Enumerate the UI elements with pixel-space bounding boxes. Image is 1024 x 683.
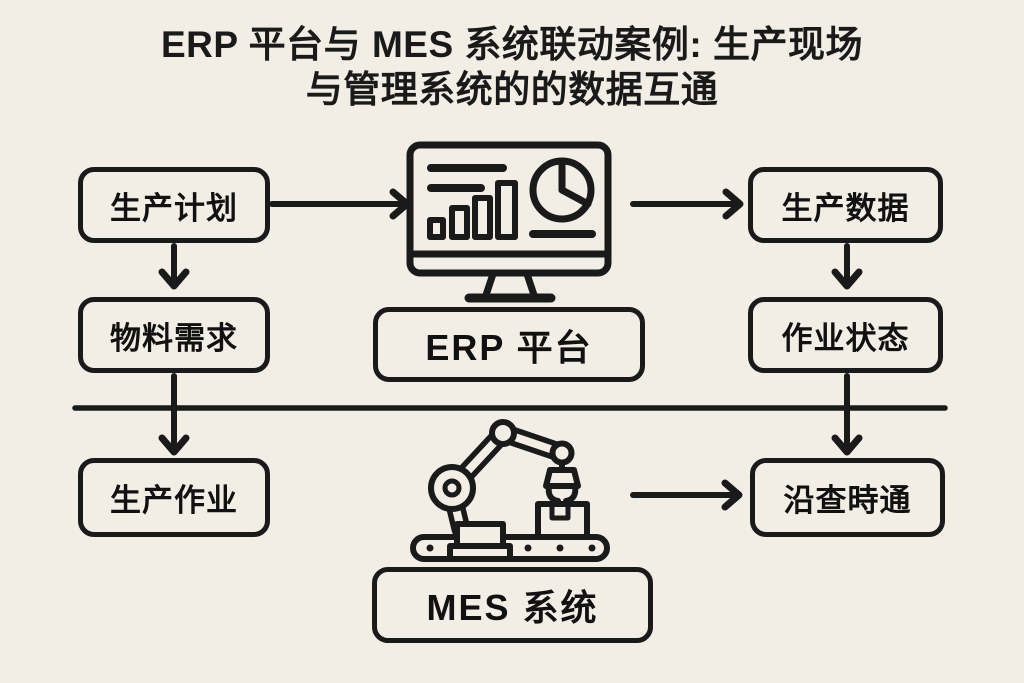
diagram-title-line1: ERP 平台与 MES 系统联动案例: 生产现场 [160,24,864,65]
node-job-status: 作业状态 [748,297,943,373]
node-erp-platform: ERP 平台 [373,307,645,382]
dashboard-monitor-icon [406,141,612,303]
robot-arm-conveyor-icon [410,419,610,562]
arrow-status-to-pass [831,373,863,456]
node-mes-system: MES 系统 [372,567,653,643]
arrow-plan-to-erp [269,188,411,220]
arrow-data-to-status [831,243,863,290]
diagram-title: ERP 平台与 MES 系统联动案例: 生产现场 与管理系统的的数据互通 [0,22,1024,112]
node-material-requirements: 物料需求 [78,297,270,373]
arrow-mes-to-pass [630,479,743,511]
arrow-material-to-operations [158,373,190,456]
arrow-plan-to-material [158,243,190,290]
node-production-data: 生产数据 [748,167,943,243]
arrow-erp-to-data [630,188,744,220]
diagram-title-line2: 与管理系统的的数据互通 [305,69,719,110]
node-production-operations: 生产作业 [78,458,270,537]
node-realtime-pass: 沿查時通 [750,458,945,537]
node-production-plan: 生产计划 [78,167,270,243]
